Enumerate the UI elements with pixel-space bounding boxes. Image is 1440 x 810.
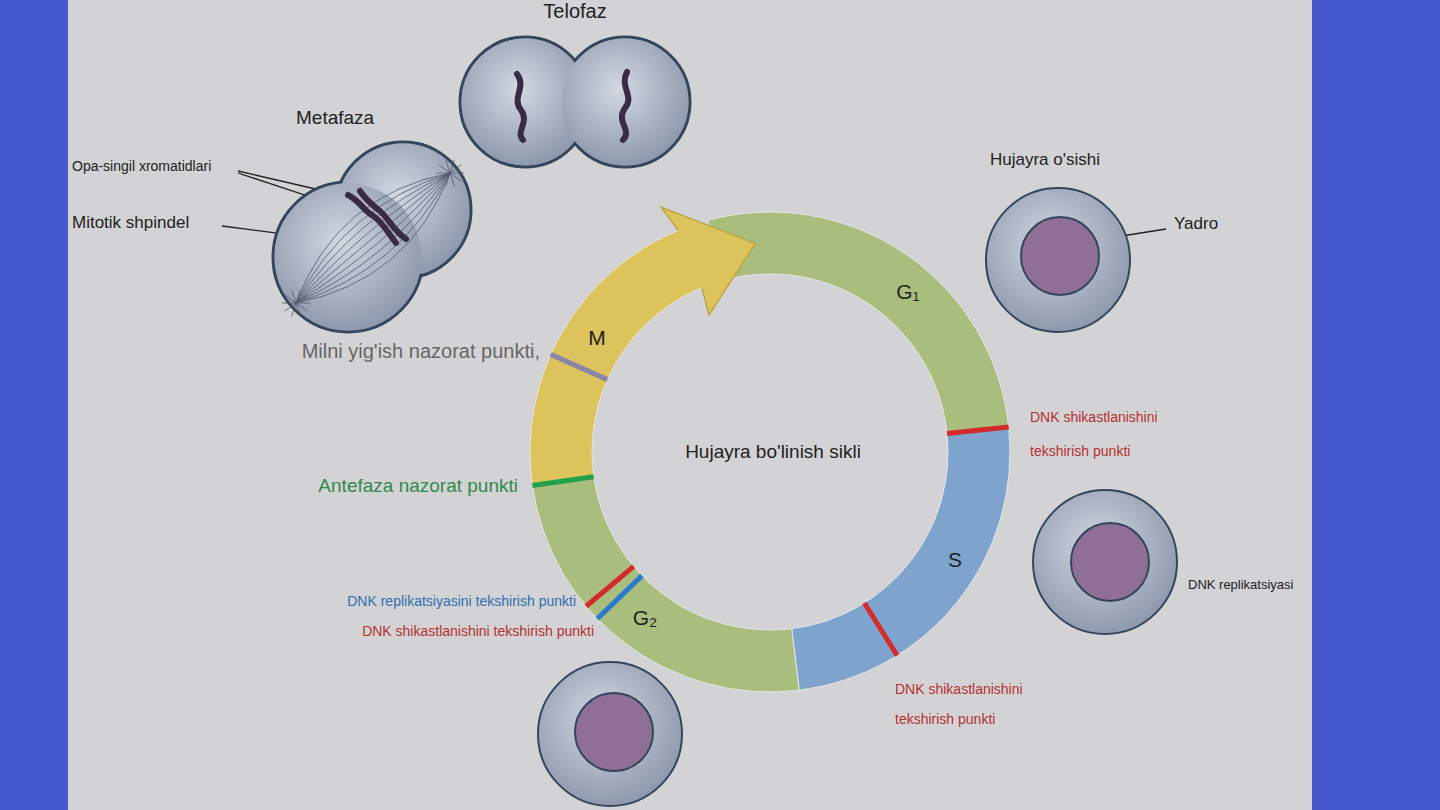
cell-drawing [984,186,1132,334]
checkpoint-label: Antefaza nazorat punkti [318,475,518,497]
checkpoint-label: Milni yig'ish nazorat punkti, [302,340,540,363]
part-label: Mitotik shpindel [72,213,189,233]
checkpoint-mark [864,603,897,656]
cell-body [275,184,422,331]
checkpoint-mark [551,354,608,379]
chromosome [360,191,406,239]
spindle-fibers [282,160,464,317]
part-label: Opa-singil xromatidlari [72,158,211,174]
g2-phase [532,477,799,692]
checkpoint-label: DNK shikastlanishini tekshirish punkti [362,623,594,639]
cell-heading: Telofaz [543,0,606,23]
s-phase [792,427,1010,690]
cycle-ring [530,207,1010,692]
cycle-arrowhead [661,207,755,315]
cell-body [562,39,689,166]
phase-name: S [948,548,962,572]
cell-heading: Metafaza [296,107,374,129]
stage-label: DNK replikatsiyasi [1188,578,1293,593]
checkpoint-label: DNK shikastlanishini tekshirish punkti [895,674,1065,734]
cycle-title: Hujayra bo'linish sikli [685,441,861,463]
checkpoint-mark [532,477,593,486]
nucleus [1021,217,1099,295]
cell [1033,490,1177,634]
cell-membrane [560,37,690,167]
checkpoint-label: DNK replikatsiyasini tekshirish punkti [347,593,576,609]
chromosome [622,72,629,140]
checkpoint-mark [947,427,1009,433]
cell-drawing [268,135,473,335]
cell-node: Hujayra o'sishi [984,186,1132,334]
phase-name: G₁ [896,280,919,304]
cell-membrane [986,188,1130,332]
cell [538,662,682,806]
panel [68,0,1312,810]
cell-node: Metafaza [268,135,473,335]
phase-name: G₂ [633,606,658,630]
cell-drawing [455,32,695,172]
chromosome [517,74,524,140]
part-label: Yadro [1174,214,1218,234]
checkpoint-mark [586,566,633,606]
checkpoint-label: DNK shikastlanishini tekshirish punkti [1030,400,1200,468]
cell-heading: Hujayra o'sishi [990,150,1100,170]
m-phase [530,229,703,485]
cell-node: Telofaz [455,32,695,172]
phase-name: M [588,326,606,350]
